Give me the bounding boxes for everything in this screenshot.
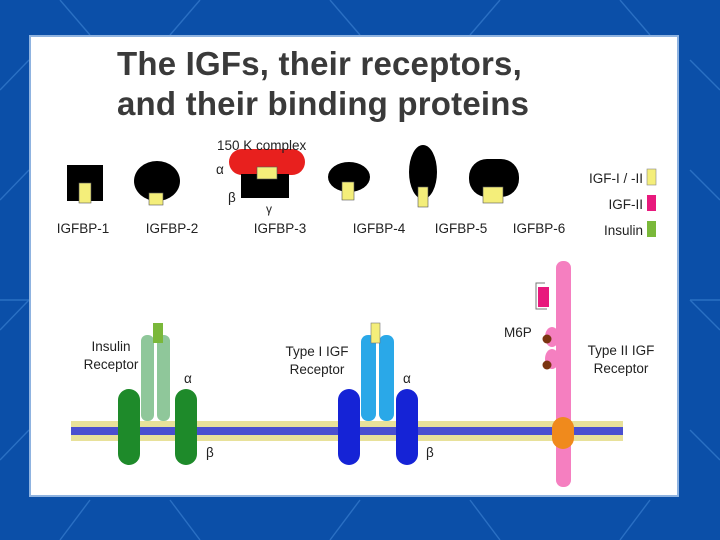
complex-alpha: α — [216, 162, 224, 177]
insulin-alpha-label: α — [184, 371, 192, 386]
insulin-receptor-label-1: Insulin — [91, 339, 131, 354]
insulin-ligand — [153, 323, 163, 343]
igfbp-6-label: IGFBP-6 — [512, 221, 566, 236]
type2-receptor-label-1: Type II IGF — [587, 343, 655, 358]
complex-gamma: γ — [266, 202, 272, 216]
legend-swatch-igf — [646, 168, 657, 186]
legend-label-igf: IGF-I / -II — [589, 171, 643, 186]
type1-alpha-label: α — [403, 371, 411, 386]
insulin-receptor — [118, 323, 197, 465]
type1-beta-label: β — [426, 445, 434, 460]
type2-receptor-label-2: Receptor — [593, 361, 649, 376]
insulin-receptor-label-2: Receptor — [83, 357, 139, 372]
title-line-1: The IGFs, their receptors, — [117, 45, 522, 82]
igfbp-2-shape — [134, 161, 180, 206]
complex-beta: β — [228, 190, 236, 205]
legend-swatch-igf2 — [647, 195, 656, 211]
complex-label: 150 K complex — [217, 138, 307, 153]
title-line-2: and their binding proteins — [117, 85, 530, 122]
igfbp-6-shape — [469, 159, 519, 204]
type1-receptor-label-2: Receptor — [289, 362, 345, 377]
legend-swatch-insulin — [647, 221, 656, 237]
igfbp-3-complex — [229, 149, 305, 198]
m6p-dot — [542, 360, 552, 370]
igfbp-1-shape — [67, 165, 103, 204]
igf-diagram — [67, 145, 657, 487]
type1-receptor-label-1: Type I IGF — [285, 344, 349, 359]
igf2-ligand — [538, 287, 549, 307]
legend-label-insulin: Insulin — [603, 223, 643, 238]
igfbp-1-label: IGFBP-1 — [56, 221, 110, 236]
insulin-beta-label: β — [206, 445, 214, 460]
igfbp-5-label: IGFBP-5 — [434, 221, 488, 236]
igfbp-4-label: IGFBP-4 — [352, 221, 406, 236]
igfbp-4-shape — [328, 162, 370, 201]
slide-panel: The IGFs, their receptors, and their bin… — [29, 35, 679, 497]
m6p-label: M6P — [504, 325, 532, 340]
igf-ligand — [370, 322, 381, 344]
legend-label-igf2: IGF-II — [608, 197, 644, 212]
type2-igf-receptor — [535, 261, 574, 487]
igfbp-3-label: IGFBP-3 — [253, 221, 307, 236]
igfbp-5-shape — [409, 145, 437, 208]
igfbp-2-label: IGFBP-2 — [145, 221, 199, 236]
type1-igf-receptor — [338, 322, 418, 465]
m6p-dot — [542, 334, 552, 344]
